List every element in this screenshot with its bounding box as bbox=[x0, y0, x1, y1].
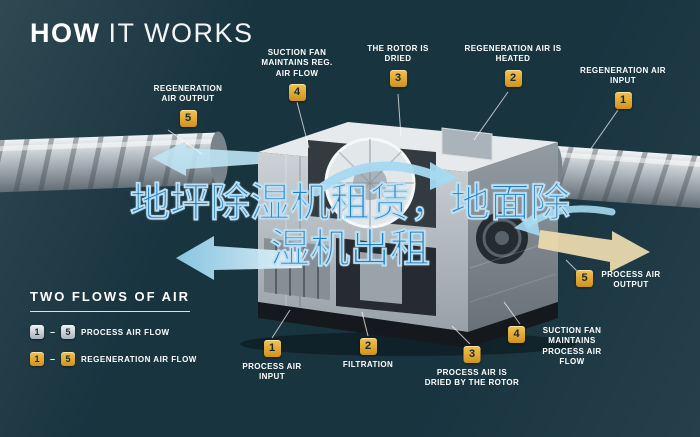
callout-label: REGENERATION AIR IS HEATED bbox=[464, 44, 562, 64]
step-badge: 1 bbox=[263, 340, 281, 357]
callout-regeneration-input: REGENERATION AIR INPUT 1 bbox=[578, 66, 668, 109]
callout-process-dried: 3 PROCESS AIR IS DRIED BY THE ROTOR bbox=[425, 346, 520, 389]
heater-box bbox=[441, 127, 493, 161]
legend-chip: 1 bbox=[30, 352, 44, 366]
legend-chip: 5 bbox=[61, 325, 76, 339]
legend-row-regeneration: 1 – 5 REGENERATION AIR FLOW bbox=[30, 352, 197, 366]
step-badge: 2 bbox=[359, 338, 377, 355]
callout-suction-fan-process: 4 SUCTION FAN MAINTAINS PROCESS AIR FLOW bbox=[508, 326, 612, 368]
callout-process-output: 5 PROCESS AIR OUTPUT bbox=[576, 270, 662, 291]
legend-row-process: 1 – 5 PROCESS AIR FLOW bbox=[30, 325, 197, 339]
step-badge: 1 bbox=[614, 91, 632, 109]
legend-separator: – bbox=[50, 327, 56, 337]
step-badge: 4 bbox=[288, 84, 306, 102]
callout-suction-fan-reg: SUCTION FAN MAINTAINS REG. AIR FLOW 4 bbox=[258, 48, 336, 102]
rotor-airflow-arrowhead bbox=[430, 162, 458, 190]
title-how: HOW bbox=[30, 18, 101, 48]
step-badge: 2 bbox=[504, 69, 522, 87]
machine-body bbox=[240, 122, 576, 356]
filter-panel bbox=[264, 238, 330, 300]
callout-label: PROCESS AIR IS DRIED BY THE ROTOR bbox=[424, 368, 520, 388]
fan-vent bbox=[476, 212, 528, 264]
legend-heading: TWO FLOWS OF AIR bbox=[30, 289, 191, 312]
callout-label: SUCTION FAN MAINTAINS PROCESS AIR FLOW bbox=[542, 326, 602, 367]
legend: TWO FLOWS OF AIR 1 – 5 PROCESS AIR FLOW … bbox=[30, 288, 197, 366]
callout-label: SUCTION FAN MAINTAINS REG. AIR FLOW bbox=[261, 48, 333, 78]
process-air-output-arrow bbox=[176, 236, 302, 280]
callout-air-heated: REGENERATION AIR IS HEATED 2 bbox=[458, 44, 568, 87]
step-badge: 5 bbox=[576, 270, 593, 287]
left-duct bbox=[0, 131, 228, 193]
callout-label: FILTRATION bbox=[342, 360, 394, 369]
callout-rotor-dried: THE ROTOR IS DRIED 3 bbox=[363, 44, 433, 87]
regeneration-input-arrowhead bbox=[514, 212, 540, 236]
legend-chip: 5 bbox=[61, 352, 76, 366]
tan-airflow-arrow bbox=[538, 230, 650, 272]
right-duct bbox=[543, 144, 700, 209]
callout-label: REGENERATION AIR OUTPUT bbox=[153, 84, 223, 104]
step-badge: 4 bbox=[508, 326, 525, 343]
regeneration-output-arrow bbox=[152, 141, 258, 176]
legend-separator: – bbox=[50, 354, 56, 364]
callout-process-input: 1 PROCESS AIR INPUT bbox=[237, 340, 307, 383]
step-badge: 3 bbox=[463, 346, 481, 363]
leader-lines bbox=[167, 91, 619, 345]
step-badge: 5 bbox=[179, 109, 197, 127]
legend-chip: 1 bbox=[30, 325, 44, 339]
airflow-arrows bbox=[152, 141, 650, 280]
legend-label: REGENERATION AIR FLOW bbox=[81, 354, 197, 364]
rotor bbox=[324, 137, 416, 229]
rotor-airflow-arrow bbox=[311, 161, 441, 197]
callout-filtration: 2 FILTRATION bbox=[333, 338, 403, 370]
callout-label: PROCESS AIR INPUT bbox=[242, 362, 302, 382]
legend-label: PROCESS AIR FLOW bbox=[81, 327, 170, 337]
step-badge: 3 bbox=[389, 69, 407, 87]
callout-label: REGENERATION AIR INPUT bbox=[580, 66, 666, 86]
callout-regeneration-output: REGENERATION AIR OUTPUT 5 bbox=[148, 84, 228, 127]
title-it-works: IT WORKS bbox=[108, 18, 254, 48]
callout-label: PROCESS AIR OUTPUT bbox=[601, 270, 661, 290]
callout-label: THE ROTOR IS DRIED bbox=[367, 44, 429, 64]
interior-compartment bbox=[336, 238, 436, 316]
